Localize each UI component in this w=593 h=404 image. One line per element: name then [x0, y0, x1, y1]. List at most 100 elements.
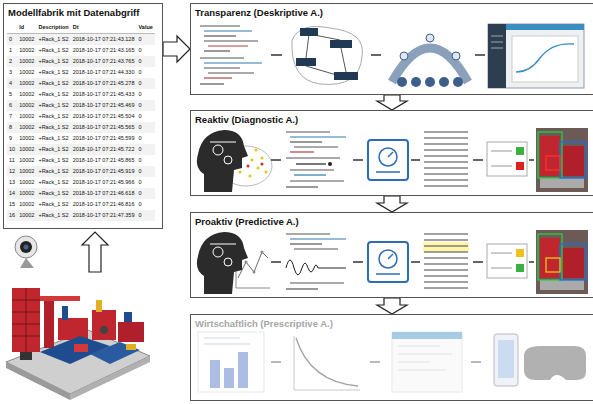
table-cell: 0 — [136, 133, 154, 144]
table-cell: 0 — [7, 34, 17, 46]
table-corner — [7, 22, 17, 34]
table-cell: 13 — [7, 177, 17, 188]
table-cell: 1 — [7, 45, 17, 56]
table-cell: 2018-10-17 07:21:43.765 — [71, 56, 137, 67]
panel-title: Transparenz (Deskriptive A.) — [191, 4, 593, 21]
table-cell: 2018-10-17 07:21:47.359 — [71, 210, 137, 221]
table-cell: +Rack_1 S2 — [36, 78, 70, 89]
table-cell: +Rack_1 S2 — [36, 199, 70, 210]
table-cell: 2018-10-17 07:21:46.816 — [71, 199, 137, 210]
table-cell: +Rack_1 S2 — [36, 67, 70, 78]
table-cell: 2018-10-17 07:21:45.565 — [71, 122, 137, 133]
table-cell: 12 — [7, 166, 17, 177]
table-cell: 7 — [7, 111, 17, 122]
block-arrow — [377, 95, 407, 110]
table-cell: +Rack_1 S2 — [36, 188, 70, 199]
block-arrow — [377, 298, 407, 314]
table-cell: +Rack_1 S2 — [36, 111, 70, 122]
table-cell: 10002 — [17, 144, 36, 155]
table-cell: 10002 — [17, 133, 36, 144]
data-table: IdDescriptionDtValue010002+Rack_1 S22018… — [7, 22, 155, 221]
factory-model — [6, 288, 150, 400]
table-cell: +Rack_1 S2 — [36, 89, 70, 100]
analytics-panel: Transparenz (Deskriptive A.) — [190, 3, 593, 95]
table-cell: Value — [136, 22, 154, 34]
table-cell: +Rack_1 S2 — [36, 100, 70, 111]
table-cell: +Rack_1 S2 — [36, 166, 70, 177]
table-cell: 10002 — [17, 199, 36, 210]
table-cell: 6 — [7, 100, 17, 111]
panel-1-pictures — [200, 24, 584, 88]
table-cell: 10 — [7, 144, 17, 155]
table-cell: +Rack_1 S2 — [36, 133, 70, 144]
webcam-icon — [15, 236, 37, 268]
table-cell: 2018-10-17 07:21:45.469 — [71, 100, 137, 111]
table-cell: Dt — [71, 22, 137, 34]
up-arrow — [82, 232, 108, 272]
panel-3-pictures — [197, 230, 588, 294]
analytics-panel: Proaktiv (Predictive A.) — [190, 212, 593, 298]
table-cell: Id — [17, 22, 36, 34]
table-cell: 0 — [136, 188, 154, 199]
table-cell: 10002 — [17, 166, 36, 177]
table-cell: 10002 — [17, 56, 36, 67]
table-cell: 2018-10-17 07:21:43.128 — [71, 34, 137, 46]
table-cell: 4 — [7, 78, 17, 89]
table-cell: +Rack_1 S2 — [36, 210, 70, 221]
table-cell: 0 — [136, 45, 154, 56]
block-arrow — [163, 36, 190, 62]
table-cell: +Rack_1 S2 — [36, 34, 70, 46]
panel-title: Proaktiv (Predictive A.) — [191, 213, 593, 230]
table-cell: 2018-10-17 07:21:45.504 — [71, 111, 137, 122]
table-cell: 15 — [7, 199, 17, 210]
table-cell: +Rack_1 S2 — [36, 177, 70, 188]
table-cell: Description — [36, 22, 70, 34]
block-arrow — [377, 196, 407, 212]
table-cell: 2018-10-17 07:21:45.919 — [71, 166, 137, 177]
table-cell: +Rack_1 S2 — [36, 122, 70, 133]
table-cell: 10002 — [17, 111, 36, 122]
table-cell: 10002 — [17, 177, 36, 188]
panel-title: Reaktiv (Diagnostic A.) — [191, 111, 593, 128]
table-cell: 0 — [136, 89, 154, 100]
panel-2-pictures — [197, 128, 588, 192]
table-cell: 2018-10-17 07:21:43.165 — [71, 45, 137, 56]
table-cell: 2018-10-17 07:21:45.433 — [71, 89, 137, 100]
table-cell: 2018-10-17 07:21:45.599 — [71, 133, 137, 144]
table-cell: +Rack_1 S2 — [36, 144, 70, 155]
table-cell: 5 — [7, 89, 17, 100]
table-cell: 0 — [136, 177, 154, 188]
table-cell: 0 — [136, 34, 154, 46]
table-cell: 0 — [136, 122, 154, 133]
table-cell: 0 — [136, 155, 154, 166]
table-cell: 2 — [7, 56, 17, 67]
panel-title: Wirtschaftlich (Prescriptive A.) — [191, 315, 593, 332]
table-cell: 10002 — [17, 188, 36, 199]
table-cell: 0 — [136, 199, 154, 210]
table-cell: 10002 — [17, 210, 36, 221]
panel-title: Modellfabrik mit Datenabgriff — [4, 4, 162, 21]
table-cell: 0 — [136, 100, 154, 111]
table-cell: 10002 — [17, 45, 36, 56]
table-cell: 8 — [7, 122, 17, 133]
table-cell: 16 — [7, 210, 17, 221]
table-cell: 2018-10-17 07:21:45.722 — [71, 144, 137, 155]
table-cell: 0 — [136, 166, 154, 177]
table-cell: 2018-10-17 07:21:45.865 — [71, 155, 137, 166]
table-cell: 0 — [136, 78, 154, 89]
table-cell: 2018-10-17 07:21:44.330 — [71, 67, 137, 78]
table-cell: 3 — [7, 67, 17, 78]
table-cell: 10002 — [17, 155, 36, 166]
table-cell: 0 — [136, 144, 154, 155]
table-cell: 10002 — [17, 67, 36, 78]
panel-4-pictures — [198, 332, 586, 392]
table-cell: 0 — [136, 56, 154, 67]
table-cell: 0 — [136, 67, 154, 78]
table-cell: +Rack_1 S2 — [36, 56, 70, 67]
table-cell: 9 — [7, 133, 17, 144]
analytics-panel: Reaktiv (Diagnostic A.) — [190, 110, 593, 196]
table-cell: 10002 — [17, 89, 36, 100]
table-cell: 2018-10-17 07:21:45.966 — [71, 177, 137, 188]
table-cell: 2018-10-17 07:21:45.278 — [71, 78, 137, 89]
